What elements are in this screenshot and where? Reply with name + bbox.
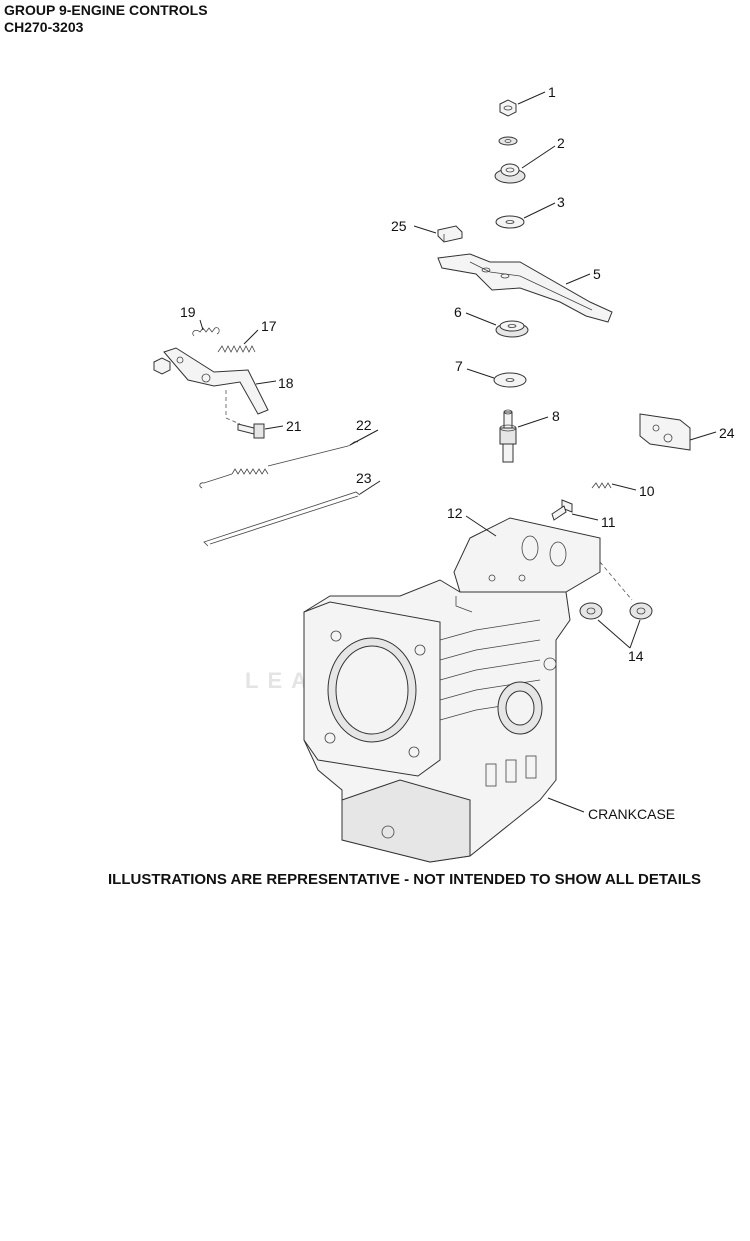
part-7-washer[interactable]: [493, 372, 527, 388]
part-17-spring[interactable]: [217, 345, 256, 353]
leader-8: [517, 416, 549, 428]
callout-5: 5: [593, 266, 601, 282]
leader-12: [465, 515, 497, 537]
model-number: CH270-3203: [4, 19, 84, 35]
callout-2: 2: [557, 135, 565, 151]
leader-25: [413, 225, 437, 234]
part-10-spring[interactable]: [591, 482, 612, 489]
leader-2: [521, 145, 556, 169]
callout-25: 25: [391, 218, 407, 234]
leader-11: [571, 513, 599, 521]
part-23-throttle-link[interactable]: [203, 491, 361, 547]
callout-1: 1: [548, 84, 556, 100]
callout-14: 14: [628, 648, 644, 664]
part-14-washers[interactable]: [579, 602, 653, 620]
leader-6: [465, 312, 497, 326]
leader-14a: [597, 619, 631, 649]
leader-crankcase: [547, 797, 585, 813]
callout-21: 21: [286, 418, 302, 434]
part-8-governor-shaft[interactable]: [499, 409, 517, 463]
callout-23: 23: [356, 470, 372, 486]
part-24-bracket[interactable]: [639, 413, 691, 451]
part-22-choke-link[interactable]: [199, 441, 359, 489]
leader-18: [255, 380, 277, 385]
leader-17: [243, 329, 259, 345]
leader-24: [689, 431, 717, 441]
part-1-nut[interactable]: [498, 99, 518, 146]
leader-10: [611, 483, 637, 491]
callout-7: 7: [455, 358, 463, 374]
leader-7: [466, 368, 495, 379]
callout-12: 12: [447, 505, 463, 521]
group-title: GROUP 9-ENGINE CONTROLS: [4, 2, 208, 18]
part-19-spring[interactable]: [192, 327, 220, 337]
callout-19: 19: [180, 304, 196, 320]
part-18-throttle-lever[interactable]: [153, 347, 269, 425]
leader-5: [565, 273, 591, 285]
leader-14b: [629, 619, 641, 649]
part-25-clip[interactable]: [437, 225, 463, 243]
callout-22: 22: [356, 417, 372, 433]
leader-23: [359, 480, 381, 495]
part-12-cover[interactable]: [453, 517, 601, 593]
callout-3: 3: [557, 194, 565, 210]
callout-crankcase: CRANKCASE: [588, 806, 675, 822]
leader-22: [349, 429, 379, 446]
crankcase-body[interactable]: [303, 579, 571, 863]
callout-17: 17: [261, 318, 277, 334]
leader-3: [523, 202, 556, 219]
part-11-bolt[interactable]: [551, 499, 573, 521]
part-2-bushing[interactable]: [494, 163, 526, 184]
callout-11: 11: [601, 514, 616, 530]
callout-8: 8: [552, 408, 560, 424]
part-21-pin[interactable]: [237, 423, 265, 439]
callout-18: 18: [278, 375, 294, 391]
disclaimer-note: ILLUSTRATIONS ARE REPRESENTATIVE - NOT I…: [108, 871, 702, 888]
leader-21: [264, 425, 284, 430]
part-6-washer[interactable]: [495, 320, 529, 338]
callout-24: 24: [719, 425, 735, 441]
leader-1: [517, 91, 546, 105]
part-5-governor-lever[interactable]: [437, 253, 613, 323]
callout-10: 10: [639, 483, 655, 499]
part-3-washer[interactable]: [495, 215, 525, 229]
leader-19: [199, 319, 204, 331]
callout-6: 6: [454, 304, 462, 320]
alignment-line: [599, 561, 633, 601]
